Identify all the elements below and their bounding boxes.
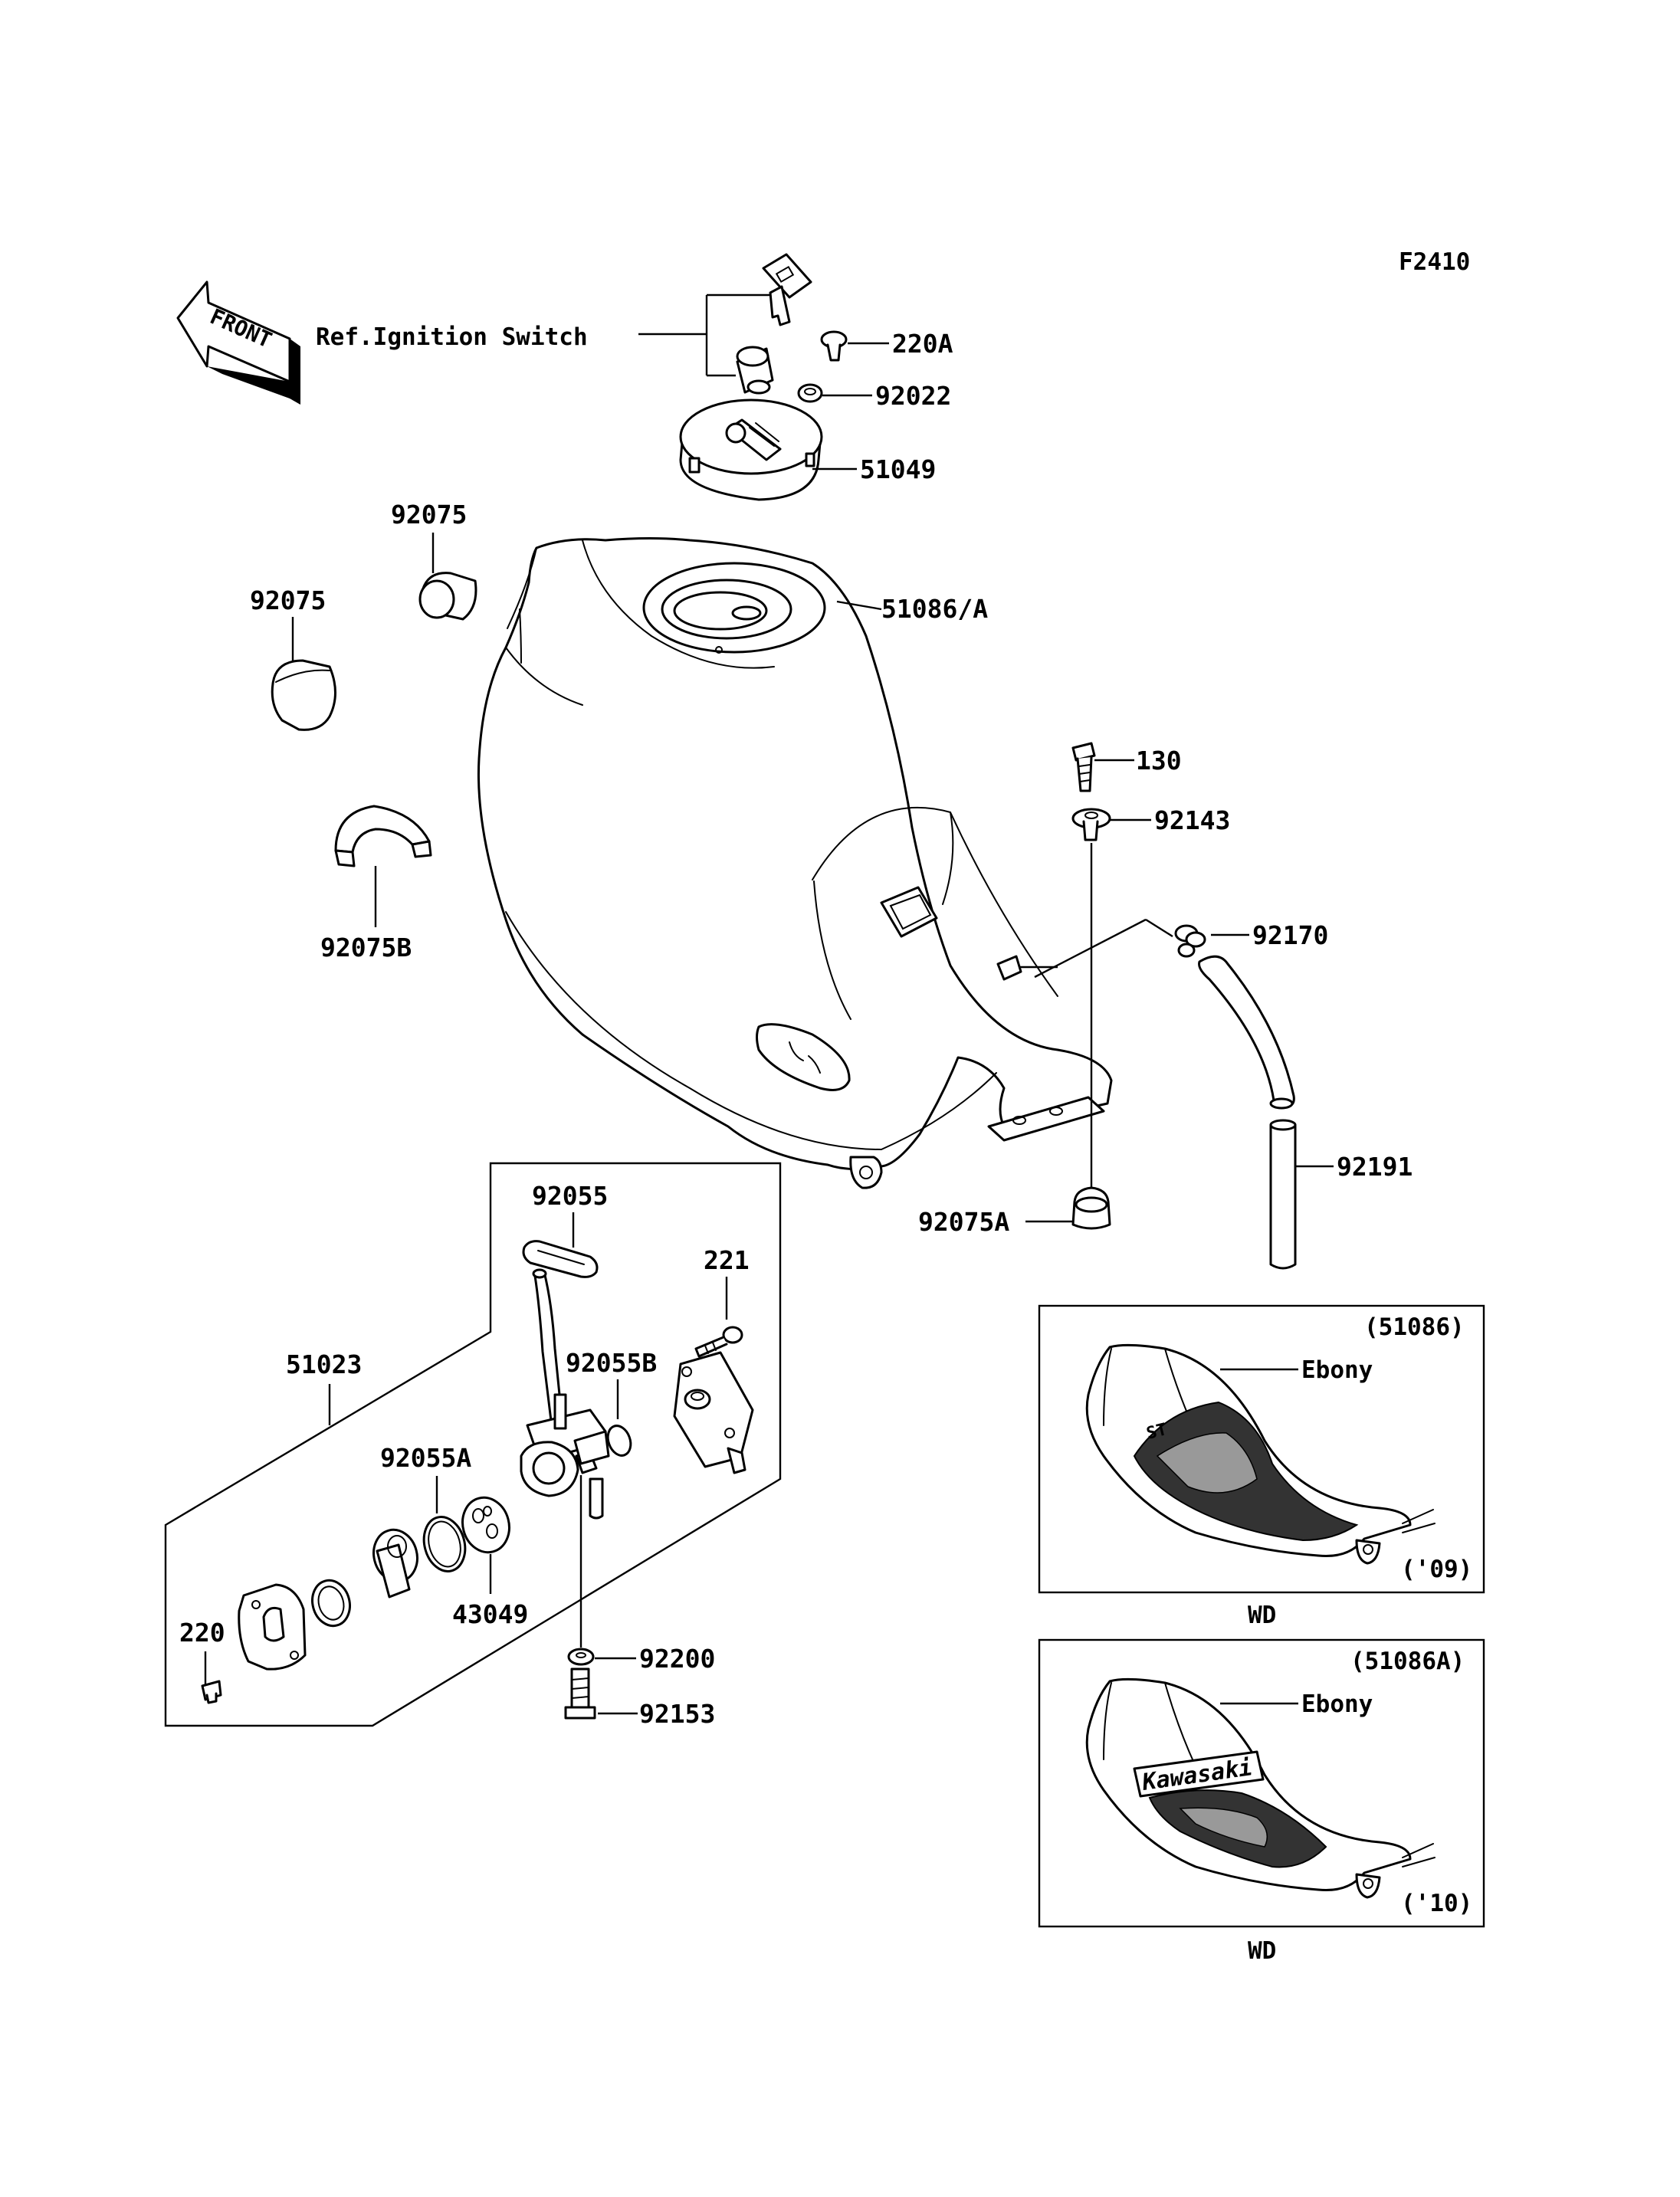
label-92075-top: 92075	[391, 500, 467, 530]
fuel-tap-body-icon	[520, 1268, 610, 1520]
diaphragm-cover-icon	[673, 1351, 754, 1474]
label-51049: 51049	[860, 454, 936, 484]
gasket-92055-icon	[522, 1240, 599, 1278]
variant-2-part-ref: (51086A)	[1350, 1648, 1465, 1675]
screw-221-icon	[694, 1326, 743, 1358]
label-92075-left: 92075	[250, 585, 326, 615]
breather-hose-icon	[1198, 955, 1297, 1270]
tank-variant-2-icon: Kawasaki	[1085, 1677, 1436, 1899]
washer-92200-icon	[567, 1648, 595, 1666]
label-130: 130	[1136, 746, 1182, 776]
front-arrow-icon: FRONT	[176, 280, 300, 405]
collar-92143-icon	[1071, 808, 1111, 841]
lock-cylinder-icon	[736, 346, 774, 395]
clamp-92170-icon	[1174, 924, 1206, 958]
variant-panel-51086: (51086) Ebony ('09) ST	[1038, 1304, 1485, 1594]
key-icon	[762, 253, 812, 326]
variant-2-color: Ebony	[1301, 1690, 1373, 1718]
label-92170: 92170	[1252, 920, 1328, 950]
variant-1-color: Ebony	[1301, 1356, 1373, 1384]
variant-1-part-ref: (51086)	[1364, 1313, 1465, 1341]
variant-1-emblem: ST	[1144, 1420, 1169, 1444]
label-220a: 220A	[892, 329, 953, 359]
fuel-tank-icon	[477, 537, 1113, 1189]
damper-92075-left-icon	[271, 659, 336, 731]
label-92055: 92055	[532, 1181, 608, 1211]
label-51086a: 51086/A	[881, 594, 988, 624]
damper-92075-top-icon	[418, 572, 477, 621]
label-92200: 92200	[639, 1644, 715, 1674]
label-92055a: 92055A	[380, 1443, 471, 1473]
variant-2-caption: WD	[1248, 1937, 1276, 1965]
variant-panel-51086a: (51086A) Ebony ('10) Kawasaki	[1038, 1638, 1485, 1928]
o-ring-92055b-icon	[606, 1425, 632, 1457]
variant-1-caption: WD	[1248, 1602, 1276, 1629]
label-43049: 43049	[452, 1599, 528, 1629]
label-92153: 92153	[639, 1699, 715, 1729]
label-92143: 92143	[1154, 805, 1230, 835]
fuel-cap-icon	[679, 398, 823, 501]
label-92022: 92022	[875, 381, 951, 411]
label-92191: 92191	[1337, 1152, 1413, 1182]
damper-92075a-icon	[1071, 1186, 1111, 1230]
bolt-92153-icon	[564, 1667, 596, 1720]
washer-ring-icon	[311, 1579, 351, 1628]
screw-220a-icon	[820, 330, 848, 362]
label-51023: 51023	[286, 1349, 362, 1379]
label-220: 220	[179, 1618, 225, 1648]
diagram-code: F2410	[1399, 248, 1470, 276]
ignition-bracket	[638, 293, 770, 377]
plate-icon	[238, 1583, 307, 1671]
variant-1-year: ('09)	[1401, 1556, 1472, 1583]
screw-220-icon	[201, 1680, 222, 1704]
bolt-130-icon	[1071, 742, 1096, 792]
o-ring-92055a-icon	[422, 1516, 467, 1572]
label-92055b: 92055B	[566, 1348, 657, 1378]
label-92075a: 92075A	[918, 1207, 1009, 1237]
variant-2-year: ('10)	[1401, 1890, 1472, 1917]
label-92075b: 92075B	[320, 933, 412, 962]
seal-43049-icon	[461, 1496, 510, 1554]
label-221: 221	[704, 1245, 750, 1275]
ref-ignition-switch-label: Ref.Ignition Switch	[316, 323, 588, 351]
washer-92022-icon	[797, 383, 823, 403]
damper-92075b-icon	[334, 805, 432, 867]
fuel-tap-assembly-box	[164, 1162, 782, 1727]
lever-icon	[372, 1528, 418, 1599]
tank-variant-1-icon: ST	[1085, 1343, 1436, 1565]
